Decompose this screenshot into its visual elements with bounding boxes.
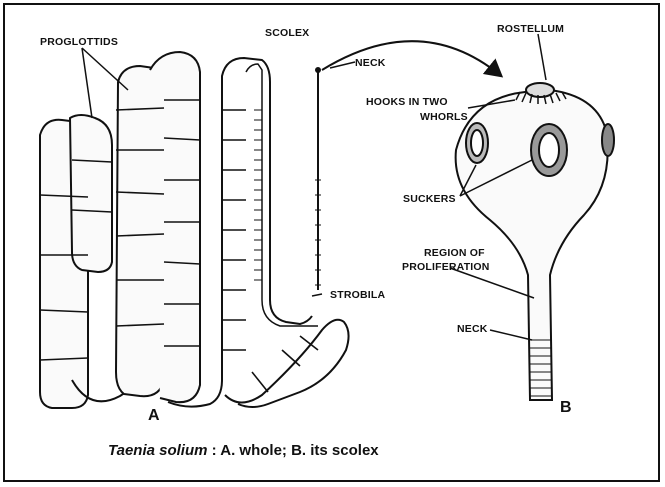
caption-species: Taenia solium bbox=[108, 442, 207, 459]
label-strobila: STROBILA bbox=[330, 289, 385, 301]
label-suckers: SUCKERS bbox=[403, 193, 456, 205]
label-scolex: SCOLEX bbox=[265, 27, 309, 39]
scolex-enlarged bbox=[456, 83, 614, 400]
enlarge-arrow bbox=[322, 41, 500, 75]
strobila-narrow bbox=[246, 64, 318, 326]
label-neck-top: NECK bbox=[355, 57, 386, 69]
figure-caption: Taenia solium : A. whole; B. its scolex bbox=[108, 442, 379, 459]
label-region-line2: PROLIFERATION bbox=[402, 261, 490, 273]
label-neck-bottom: NECK bbox=[457, 323, 488, 335]
label-rostellum: ROSTELLUM bbox=[497, 23, 564, 35]
label-proglottids: PROGLOTTIDS bbox=[40, 36, 118, 48]
label-panel-a: A bbox=[148, 407, 160, 424]
caption-rest: : A. whole; B. its scolex bbox=[207, 442, 379, 459]
strobila-column-2 bbox=[70, 115, 112, 272]
label-hooks-line2: WHORLS bbox=[420, 111, 468, 123]
label-region-line1: REGION OF bbox=[424, 247, 485, 259]
label-panel-b: B bbox=[560, 399, 572, 416]
label-hooks-line1: HOOKS IN TWO bbox=[366, 96, 448, 108]
scolex-small bbox=[315, 67, 321, 73]
sucker-right bbox=[602, 124, 614, 156]
strobila-loop-2 bbox=[225, 320, 349, 407]
fine-segmentation bbox=[254, 110, 262, 280]
